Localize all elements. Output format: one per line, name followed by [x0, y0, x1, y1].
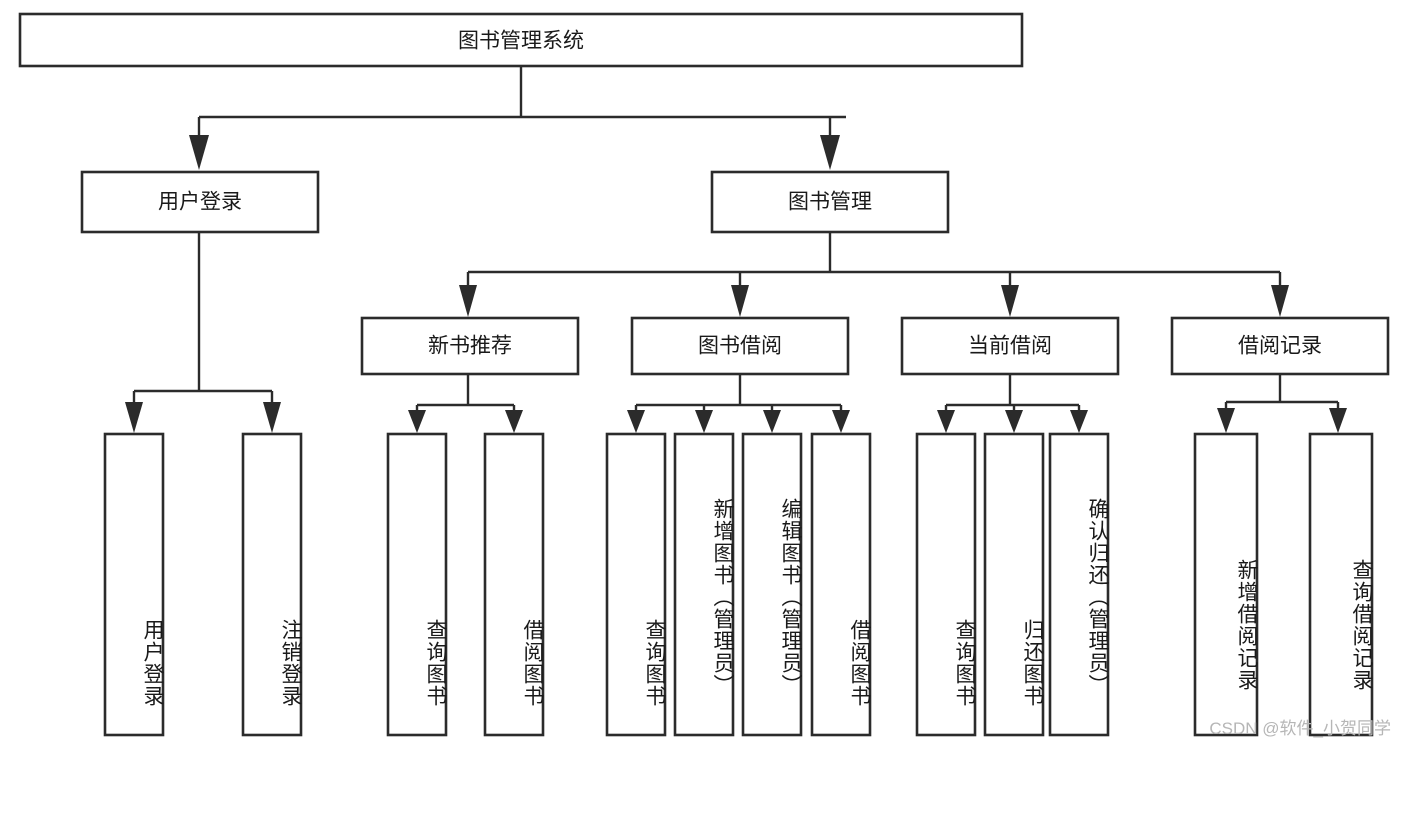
arrow-current-borrow-leaf-1 [937, 410, 955, 433]
arrow-book-borrow-leaf-2 [695, 410, 713, 433]
connector-group-borrow-record-to-leaves [1217, 374, 1347, 433]
connector-group-new-book-to-leaves [408, 374, 523, 433]
arrow-root-to-book-manage [820, 135, 840, 170]
node-box-user-login[interactable] [80, 170, 320, 234]
arrow-new-book-leaf-1 [408, 410, 426, 433]
node-box-leaf-book-borrow-4[interactable] [810, 432, 872, 737]
node-box-book-borrow[interactable] [630, 316, 850, 376]
arrow-book-borrow-leaf-1 [627, 410, 645, 433]
node-box-leaf-user-login-1[interactable] [103, 432, 165, 737]
connector-group-root-to-level1 [189, 66, 846, 170]
csdn-watermark: CSDN @软件_小贺同学 [1209, 719, 1391, 738]
arrow-user-login-leaf-2 [263, 402, 281, 433]
node-box-leaf-borrow-record-1[interactable] [1193, 432, 1259, 737]
arrow-book-borrow-leaf-4 [832, 410, 850, 433]
node-box-leaf-borrow-record-2[interactable] [1308, 432, 1374, 737]
arrow-current-borrow-leaf-3 [1070, 410, 1088, 433]
node-label-book-manage: 图书管理 [788, 191, 872, 214]
node-box-leaf-book-borrow-3[interactable] [741, 432, 803, 737]
arrow-book-borrow-leaf-3 [763, 410, 781, 433]
arrow-borrow-record-leaf-2 [1329, 408, 1347, 433]
node-label-root: 图书管理系统 [458, 30, 584, 53]
node-box-new-book-recommend[interactable] [360, 316, 580, 376]
node-label-borrow-record: 借阅记录 [1238, 335, 1322, 358]
arrow-book-manage-to-borrow-record [1271, 285, 1289, 317]
node-box-leaf-book-borrow-1[interactable] [605, 432, 667, 737]
arrow-new-book-leaf-2 [505, 410, 523, 433]
connector-group-book-manage-to-level2 [459, 232, 1289, 317]
node-box-leaf-book-borrow-2[interactable] [673, 432, 735, 737]
node-label-book-borrow: 图书借阅 [698, 335, 782, 358]
arrow-user-login-leaf-1 [125, 402, 143, 433]
node-box-current-borrow[interactable] [900, 316, 1120, 376]
node-box-leaf-current-borrow-2[interactable] [983, 432, 1045, 737]
tree-diagram-svg: 图书管理系统 用户登录 图书管理 新书推荐 图书借阅 当前借阅 借阅记录 [18, 12, 1390, 737]
arrow-current-borrow-leaf-2 [1005, 410, 1023, 433]
node-box-leaf-new-book-1[interactable] [386, 432, 448, 737]
arrow-book-manage-to-current-borrow [1001, 285, 1019, 317]
node-box-leaf-current-borrow-3[interactable] [1048, 432, 1110, 737]
connector-group-current-borrow-to-leaves [937, 374, 1088, 433]
diagram-canvas: 图书管理系统 用户登录 图书管理 新书推荐 图书借阅 当前借阅 借阅记录 [18, 12, 1391, 738]
connector-group-user-login-to-leaves [125, 232, 281, 433]
node-label-new-book-recommend: 新书推荐 [428, 335, 512, 358]
arrow-root-to-user-login [189, 135, 209, 170]
node-box-leaf-current-borrow-1[interactable] [915, 432, 977, 737]
node-label-current-borrow: 当前借阅 [968, 335, 1052, 358]
node-box-leaf-new-book-2[interactable] [483, 432, 545, 737]
node-box-book-manage[interactable] [710, 170, 950, 234]
arrow-borrow-record-leaf-1 [1217, 408, 1235, 433]
node-label-user-login: 用户登录 [158, 191, 242, 214]
arrow-book-manage-to-new-book [459, 285, 477, 317]
node-box-leaf-user-login-2[interactable] [241, 432, 303, 737]
node-box-borrow-record[interactable] [1170, 316, 1390, 376]
node-box-root[interactable] [18, 12, 1024, 68]
connector-group-book-borrow-to-leaves [627, 374, 850, 433]
arrow-book-manage-to-book-borrow [731, 285, 749, 317]
